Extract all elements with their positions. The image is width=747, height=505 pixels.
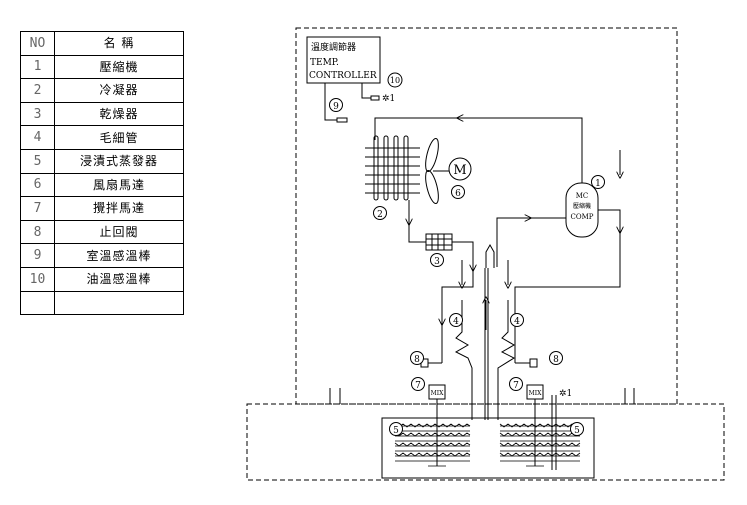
callout-5-right: 5 [570,422,584,436]
compressor: MC 壓縮機 COMP [565,182,599,238]
controller-label-en1: TEMP. [310,58,339,68]
controller-label-en2: CONTROLLER [309,71,377,81]
svg-text:2: 2 [377,210,383,220]
fan-motor: M [448,157,472,181]
svg-text:6: 6 [455,189,461,199]
svg-text:1: 1 [595,179,601,189]
refrigerant-piping [374,118,620,363]
sensor-mark-oil: ✲1 [382,94,395,104]
base-feet [329,388,635,404]
suction-return [485,268,488,420]
svg-text:4: 4 [453,317,459,327]
callout-8-left: 8 [410,351,424,365]
temp-controller: 溫度調節器 TEMP. CONTROLLER [306,36,381,84]
machine-enclosure [295,27,678,405]
svg-text:3: 3 [434,257,440,267]
callout-8-right: 8 [549,351,563,365]
legend-row-name: 毛細管 [54,125,184,150]
callout-9: 9 [329,98,343,112]
callout-3: 3 [430,253,444,267]
legend-row-no: 2 [20,78,55,103]
legend-row-no: 7 [20,196,55,221]
legend-row-name: 乾燥器 [54,101,184,127]
svg-text:8: 8 [553,355,559,365]
legend-header-name: 名 稱 [54,31,184,56]
room-sensor [551,395,557,470]
check-valves [420,358,538,368]
fan-motor-label: M [453,163,466,178]
callout-1: 1 [591,175,605,189]
svg-text:4: 4 [514,317,520,327]
callout-4-left: 4 [449,313,463,327]
immersion-evaporator-right [499,423,581,467]
condenser-coil [365,135,420,201]
callout-7-right: 7 [509,377,523,391]
oil-tank-enclosure [246,403,725,481]
condenser-fan [425,137,450,205]
svg-text:7: 7 [513,381,519,391]
controller-label-cn: 溫度調節器 [311,41,356,53]
legend-row-name: 風扇馬達 [54,172,184,198]
legend-row-name: 冷凝器 [54,78,184,103]
stirrer-label-left: MIX [431,390,445,397]
callout-7-left: 7 [411,377,425,391]
legend-header-row: NO 名 稱 [20,31,184,56]
svg-text:10: 10 [390,76,400,85]
legend-row-name: 壓縮機 [54,54,184,80]
legend-row-name: 室溫感溫棒 [54,243,184,268]
legend-row-name: 止回閥 [54,219,184,245]
compressor-label-mc: MC [576,192,589,200]
compressor-label-comp: COMP [571,213,594,221]
callout-10: 10 [387,72,403,88]
immersion-evaporator-left [394,423,471,467]
capillary-tubes [454,300,516,420]
legend-row-no: 3 [20,101,55,127]
sensor-wires [324,83,380,123]
callout-6: 6 [451,185,465,199]
compressor-label-cn: 壓縮機 [573,202,591,210]
legend-row-no: 6 [20,172,55,198]
svg-text:8: 8 [414,355,420,365]
callout-5-left: 5 [389,422,403,436]
legend-row-no: 9 [20,243,55,268]
svg-text:7: 7 [415,381,421,391]
sensor-mark-room: ✲1 [559,389,572,399]
svg-text:5: 5 [574,426,580,436]
svg-text:5: 5 [393,426,399,436]
stirrer-label-right: MIX [529,390,543,397]
oil-bath [381,417,595,479]
legend-row-name: 油溫感溫棒 [54,266,184,292]
legend-row [20,290,184,316]
legend-row-no [20,290,55,316]
legend-row-name [54,290,184,316]
legend-header-no: NO [20,31,55,56]
filter-drier [425,233,453,251]
callout-2: 2 [373,206,387,220]
legend-row-no: 10 [20,266,55,292]
svg-text:9: 9 [333,102,339,112]
legend-row-no: 5 [20,148,55,174]
callout-4-right: 4 [510,313,524,327]
